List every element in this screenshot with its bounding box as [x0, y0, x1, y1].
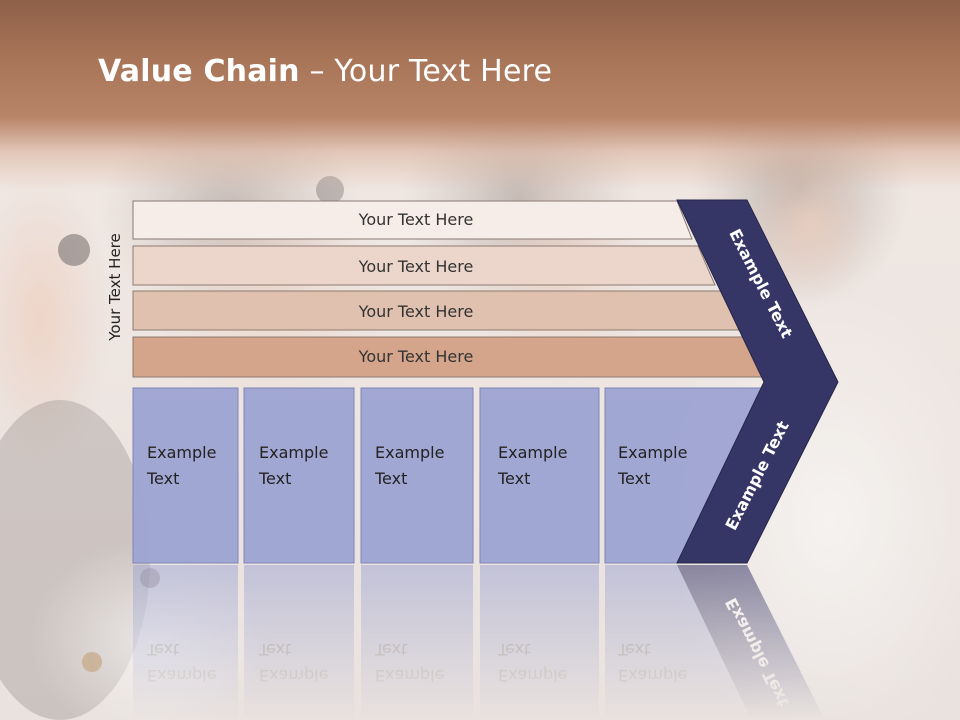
reflection-col-5-line2: Text	[617, 640, 650, 659]
column-box-1-line1: Example	[147, 443, 216, 462]
column-box-1: Example Text	[132, 387, 239, 564]
reflection-col-4-line1: Example	[498, 666, 567, 685]
column-box-5-line1: Example	[618, 443, 687, 462]
column-box-4-line2: Text	[497, 469, 530, 488]
reflection-col-2-line1: Example	[259, 666, 328, 685]
title-bold-part: Value Chain	[98, 54, 300, 89]
column-box-3: Example Text	[360, 387, 474, 564]
column-box-3-line1: Example	[375, 443, 444, 462]
row-bar-1-label: Your Text Here	[358, 210, 474, 229]
reflection-col-1-line1: Example	[147, 666, 216, 685]
slide-title: Value Chain – Your Text Here	[98, 54, 552, 89]
row-bar-3: Your Text Here	[132, 290, 740, 331]
row-bar-4: Your Text Here	[132, 336, 764, 378]
reflection-col-3-line2: Text	[374, 640, 407, 659]
title-rest-part: – Your Text Here	[299, 54, 553, 89]
column-box-2-line2: Text	[258, 469, 291, 488]
reflection-col-1-line2: Text	[146, 640, 179, 659]
row-bar-2-label: Your Text Here	[358, 257, 474, 276]
row-bar-3-label: Your Text Here	[358, 302, 474, 321]
column-box-3-line2: Text	[374, 469, 407, 488]
column-box-5-line2: Text	[617, 469, 650, 488]
reflection-col-4-line2: Text	[497, 640, 530, 659]
reflection-col-2-line2: Text	[258, 640, 291, 659]
row-bar-2: Your Text Here	[132, 245, 716, 286]
column-box-2: Example Text	[243, 387, 355, 564]
column-box-4-line1: Example	[498, 443, 567, 462]
header-band	[0, 0, 960, 190]
column-box-2-line1: Example	[259, 443, 328, 462]
row-bar-1: Your Text Here	[132, 200, 693, 240]
diagram-reflection: Example Text Example Text Example Text E…	[133, 565, 825, 720]
reflection-col-5-line1: Example	[618, 666, 687, 685]
row-bar-4-label: Your Text Here	[358, 347, 474, 366]
column-box-4: Example Text	[479, 387, 600, 564]
column-box-1-line2: Text	[146, 469, 179, 488]
reflection-col-3-line1: Example	[375, 666, 444, 685]
